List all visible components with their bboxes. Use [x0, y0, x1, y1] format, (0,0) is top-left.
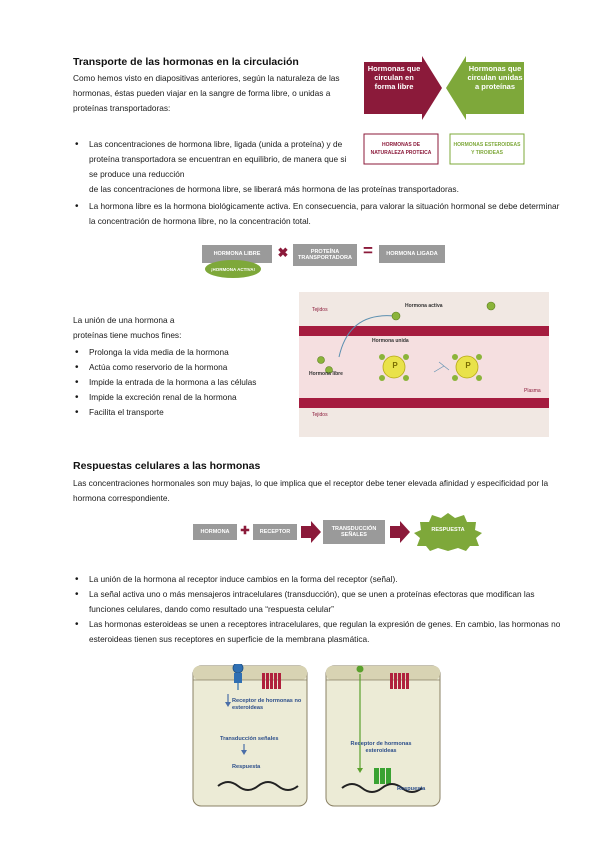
union-intro-1: La unión de una hormona a	[73, 315, 175, 325]
intracellular-receptor-icon	[374, 768, 391, 784]
list-item: La unión de la hormona al receptor induc…	[73, 572, 567, 587]
union-purposes-list: Prolonga la vida media de la hormona Act…	[73, 345, 293, 420]
plus-icon: ✚	[240, 525, 250, 537]
equals-icon: =	[363, 241, 373, 260]
list-item: Impide la entrada de la hormona a las cé…	[73, 375, 293, 390]
list-item: Impide la excreción renal de la hormona	[73, 390, 293, 405]
steroid-receptor-label: Receptor de hormonas esteroideas	[350, 741, 412, 754]
steroid-box	[449, 133, 525, 165]
membrane-protein-icon	[390, 673, 409, 689]
dna-wave-right	[341, 783, 423, 793]
bound-hormones-arrow	[446, 56, 524, 120]
plasma-label: Plasma	[524, 388, 541, 394]
transport-protein-box: PROTEÍNA TRANSPORTADORA	[293, 244, 357, 266]
free-hormones-label: Hormonas que circulan en forma libre	[367, 64, 421, 91]
dna-wave-left	[217, 781, 299, 791]
active-hormone-dot	[391, 311, 401, 321]
left-membrane	[193, 666, 307, 680]
protein-nature-label: HORMONAS DE NATURALEZA PROTEICA	[370, 142, 432, 156]
plasma-area	[299, 336, 549, 398]
free-hormones-arrow	[364, 56, 442, 120]
section-title-transporte: Transporte de las hormonas en la circula…	[73, 56, 299, 68]
steroid-label: HORMONAS ESTEROIDEAS Y TIROIDEAS	[453, 142, 521, 156]
vessel-wall-bottom	[299, 398, 549, 408]
response-burst	[414, 513, 482, 551]
bound-hormone-dot	[379, 375, 385, 381]
blood-vessel-diagram	[299, 292, 549, 437]
section-title-respuestas: Respuestas celulares a las hormonas	[73, 460, 261, 472]
non-steroid-receptor-icon	[232, 664, 244, 690]
response-label: RESPUESTA	[431, 527, 465, 533]
left-response-label: Respuesta	[232, 764, 261, 770]
active-hormone-label: Hormona activa	[405, 303, 443, 309]
free-hormone-label: Hormona libre	[309, 371, 343, 377]
cell-response-bullets: La unión de la hormona al receptor induc…	[73, 572, 567, 647]
free-hormone-dot	[325, 366, 333, 374]
release-arrow	[338, 315, 395, 358]
tissue-label-top: Tejidos	[312, 307, 328, 313]
vessel-wall-top	[299, 326, 549, 336]
list-item: Actúa como reservorio de la hormona	[73, 360, 293, 375]
protein-circle	[455, 355, 479, 379]
flow-hormone-box: HORMONA	[193, 524, 237, 540]
multiply-icon: ✖	[277, 245, 289, 260]
bound-hormone-dot	[452, 375, 458, 381]
flow-transduction-box: TRANSDUCCIÓN SEÑALES	[323, 520, 385, 544]
list-item: Las concentraciones de hormona libre, li…	[73, 137, 353, 182]
free-hormone-dot	[317, 356, 325, 364]
membrane-protein-icon	[262, 673, 281, 689]
tissue-label-bottom: Tejidos	[312, 412, 328, 418]
flow-arrow-icon	[390, 521, 410, 543]
protein-label: P	[465, 361, 471, 370]
bound-hormone-label: Hormona unida	[372, 338, 409, 344]
left-transduction-label: Transducción señales	[220, 736, 279, 742]
right-membrane	[326, 666, 440, 680]
bullet1-continuation: de las concentraciones de hormona libre,…	[89, 184, 459, 194]
protein-nature-box	[363, 133, 439, 165]
non-steroid-receptor-label: Receptor de hormonas no esteroideas	[232, 698, 302, 711]
bound-hormones-label: Hormonas que circulan unidas a proteínas	[467, 64, 523, 91]
right-cell	[325, 665, 441, 807]
list-item: Prolonga la vida media de la hormona	[73, 345, 293, 360]
steroid-hormone-dot	[356, 665, 364, 673]
intro-paragraph: Como hemos visto en diapositivas anterio…	[73, 73, 340, 113]
union-intro-2: proteínas tiene muchos fines:	[73, 330, 182, 340]
list-item: La señal activa uno o más mensajeros int…	[73, 587, 567, 617]
bound-hormone-dot	[379, 354, 385, 360]
free-hormone-box: HORMONA LIBRE	[202, 245, 272, 263]
section2-intro: Las concentraciones hormonales son muy b…	[73, 478, 549, 503]
active-hormone-dot	[486, 301, 496, 311]
transport-bullets-2: La hormona libre es la hormona biológica…	[73, 199, 567, 229]
list-item: La hormona libre es la hormona biológica…	[73, 199, 567, 229]
hormone-types-diagram	[363, 56, 525, 165]
list-item: Las hormonas esteroideas se unen a recep…	[73, 617, 567, 647]
bound-hormone-dot	[452, 354, 458, 360]
bound-hormone-dot	[403, 354, 409, 360]
protein-label: P	[392, 361, 398, 370]
bound-hormone-dot	[476, 354, 482, 360]
protein-circle	[382, 355, 406, 379]
exchange-arrows	[433, 361, 450, 373]
active-hormone-badge: ¡HORMONA ACTIVA!	[205, 260, 261, 278]
flow-receptor-box: RECEPTOR	[253, 524, 297, 540]
list-item: Facilita el transporte	[73, 405, 293, 420]
cell-receptors-diagram	[192, 664, 441, 807]
transport-bullets: Las concentraciones de hormona libre, li…	[73, 137, 353, 182]
bound-hormone-dot	[403, 375, 409, 381]
right-response-label: Respuesta	[397, 786, 426, 792]
flow-arrow-icon	[301, 521, 321, 543]
bound-hormone-dot	[476, 375, 482, 381]
bound-hormone-box: HORMONA LIGADA	[379, 245, 445, 263]
